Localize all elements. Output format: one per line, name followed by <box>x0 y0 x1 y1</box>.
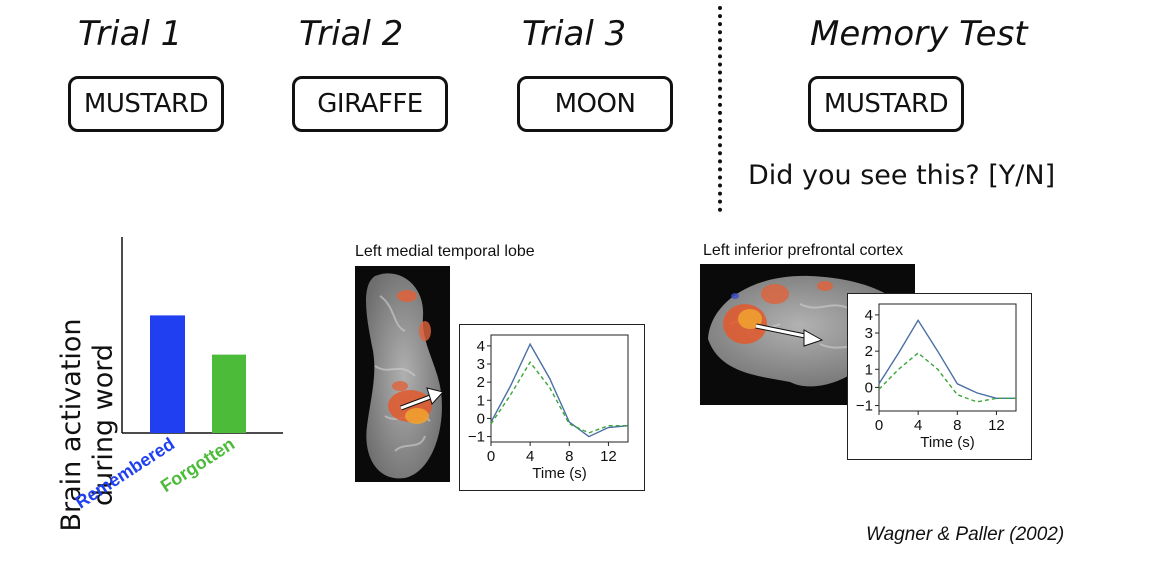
bar-chart-ylabel: Brain activation during word <box>56 318 119 531</box>
bar-remembered <box>150 315 185 433</box>
x-tick-label: 8 <box>953 417 961 434</box>
series-line-forgotten <box>878 352 1016 403</box>
bar-chart-ylabel-line2: during word <box>88 344 119 506</box>
trial-2-title: Trial 2 <box>299 14 404 54</box>
memory-test-word-box: MUSTARD <box>808 76 964 132</box>
x-tick-label: 0 <box>875 417 883 434</box>
y-tick-label: 4 <box>865 307 873 324</box>
y-tick-label: −1 <box>856 398 873 415</box>
series-line-forgotten <box>490 360 628 434</box>
y-tick-label: 1 <box>477 392 485 409</box>
y-tick-label: 3 <box>865 325 873 342</box>
y-tick-label: 0 <box>865 379 873 396</box>
timecourse-plot-frame <box>878 303 1017 412</box>
x-tick-label: 4 <box>526 448 534 465</box>
y-tick-label: 2 <box>477 374 485 391</box>
x-tick-label: 8 <box>565 448 573 465</box>
brain-image-mtl <box>355 266 450 482</box>
y-tick-label: 3 <box>477 356 485 373</box>
x-axis-label: Time (s) <box>532 465 586 482</box>
dotted-divider <box>718 6 722 212</box>
bar-forgotten <box>212 354 246 433</box>
series-line-remembered <box>878 318 1016 400</box>
trial-2-word-box: GIRAFFE <box>292 76 448 132</box>
y-tick-label: 2 <box>865 343 873 360</box>
memory-question: Did you see this? [Y/N] <box>748 160 1056 191</box>
y-tick-label: 4 <box>477 338 485 355</box>
x-tick-label: 0 <box>487 448 495 465</box>
trial-3-title: Trial 3 <box>522 14 627 54</box>
trial-1-word-box: MUSTARD <box>68 76 224 132</box>
x-tick-label: 4 <box>914 417 922 434</box>
bar-chart-ylabel-line1: Brain activation <box>56 318 87 531</box>
timecourse-plot-frame <box>490 334 629 443</box>
region-label-mtl: Left medial temporal lobe <box>355 243 535 260</box>
trial-1-title: Trial 1 <box>78 14 183 54</box>
y-tick-label: 0 <box>477 410 485 427</box>
x-axis-label: Time (s) <box>920 434 974 451</box>
citation: Wagner & Paller (2002) <box>866 524 1065 545</box>
series-line-remembered <box>490 342 629 438</box>
x-tick-label: 12 <box>988 417 1005 434</box>
y-tick-label: 1 <box>865 361 873 378</box>
trial-3-word-box: MOON <box>517 76 673 132</box>
x-tick-label: 12 <box>600 448 617 465</box>
region-label-pfc: Left inferior prefrontal cortex <box>703 242 904 259</box>
y-tick-label: −1 <box>468 429 485 446</box>
bar-chart: Brain activation during word Remembered … <box>56 237 283 532</box>
memory-test-title: Memory Test <box>810 14 1028 54</box>
